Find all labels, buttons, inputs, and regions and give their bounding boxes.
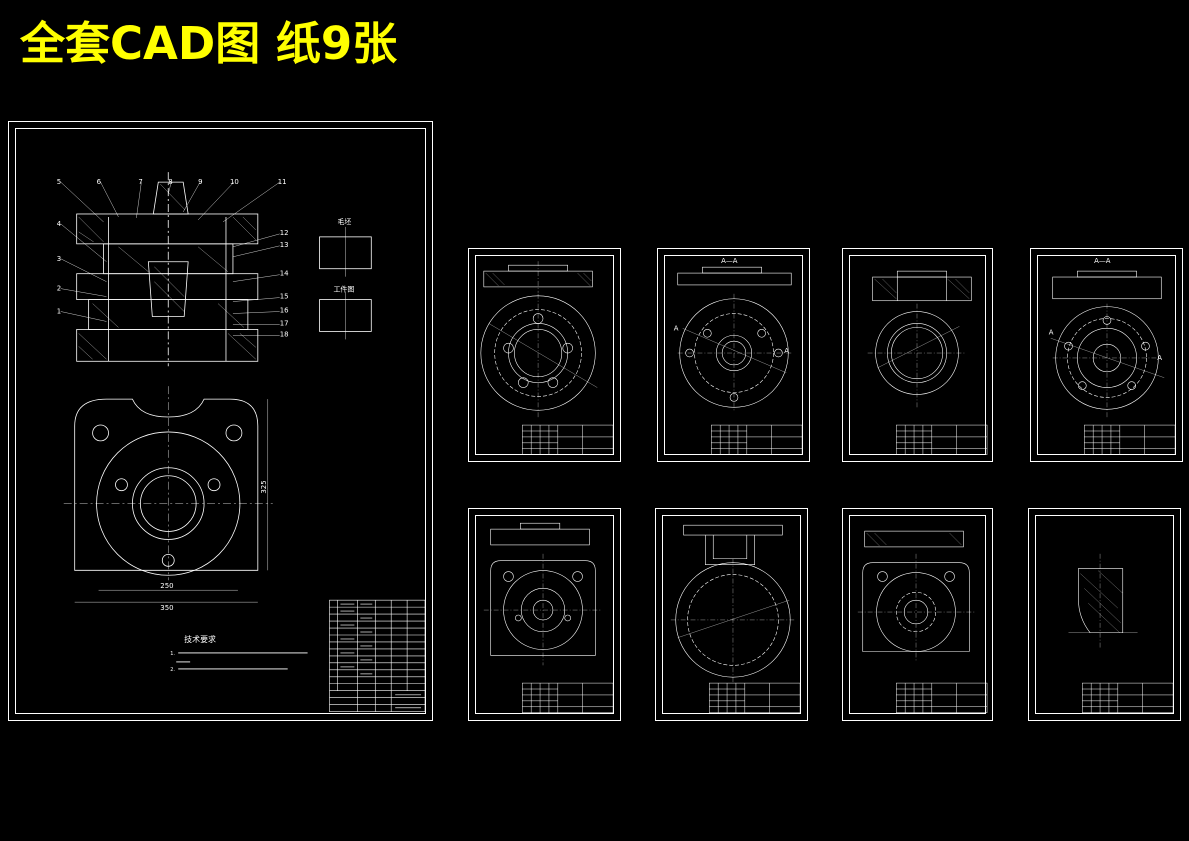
tech-requirements-title: 技术要求 <box>184 634 216 644</box>
part-number-6: 6 <box>97 178 101 186</box>
assembly-drawing: 5 6 7 8 9 10 11 12 13 14 15 16 17 18 4 3… <box>57 172 426 712</box>
detail-sheet-5[interactable] <box>468 508 621 721</box>
part-number-5: 5 <box>57 178 61 186</box>
part-number-2: 2 <box>57 285 61 293</box>
part-number-18: 18 <box>280 330 289 338</box>
detail-4-section-marker-right: A <box>1157 354 1162 362</box>
detail-4-section-label: A—A <box>1094 257 1111 265</box>
part-number-12: 12 <box>280 229 289 237</box>
part-number-7: 7 <box>138 178 142 186</box>
part-number-8: 8 <box>168 178 172 186</box>
part-number-10: 10 <box>230 178 239 186</box>
part-number-15: 15 <box>280 293 289 301</box>
dimension-total-width: 350 <box>160 604 173 612</box>
detail-sheet-5-frame <box>475 515 614 714</box>
detail-sheet-8-frame <box>1035 515 1174 714</box>
part-number-11: 11 <box>278 178 287 186</box>
assembly-drawing-frame <box>15 128 426 714</box>
detail-sheet-6-frame <box>662 515 801 714</box>
detail-sheet-6[interactable] <box>655 508 808 721</box>
detail-sheet-8[interactable] <box>1028 508 1181 721</box>
detail-sheet-1[interactable] <box>468 248 621 462</box>
part-number-13: 13 <box>280 241 289 249</box>
detail-5-title-block <box>522 682 614 713</box>
detail-sheet-3[interactable] <box>842 248 993 462</box>
blank-label: 毛坯 <box>337 217 351 226</box>
dimension-height: 325 <box>260 480 268 493</box>
part-number-16: 16 <box>280 307 289 315</box>
detail-2-section-label: A—A <box>721 257 738 265</box>
part-number-17: 17 <box>280 319 289 327</box>
detail-4-section-marker-left: A <box>1049 328 1054 336</box>
detail-sheet-4[interactable]: A—A A A <box>1030 248 1183 462</box>
assembly-drawing-sheet[interactable]: 5 6 7 8 9 10 11 12 13 14 15 16 17 18 4 3… <box>8 121 433 721</box>
detail-4-title-block <box>1084 424 1176 455</box>
detail-3-title-block <box>896 424 988 455</box>
part-number-3: 3 <box>57 255 61 263</box>
detail-8-title-block <box>1082 682 1174 713</box>
assembly-parts-list <box>329 599 426 712</box>
workpiece-label: 工件图 <box>333 285 354 294</box>
dimension-width: 250 <box>160 582 173 590</box>
banner-title: 全套CAD图 纸9张 <box>20 17 398 70</box>
detail-2-section-marker-right: A <box>784 347 789 355</box>
detail-sheet-2[interactable]: A—A A A <box>657 248 810 462</box>
tech-note-1: 1. <box>170 651 175 657</box>
detail-7-title-block <box>896 682 988 713</box>
part-number-4: 4 <box>57 220 62 228</box>
part-number-14: 14 <box>280 270 289 278</box>
tech-note-2: 2. <box>170 667 175 673</box>
detail-sheet-7-frame <box>849 515 986 714</box>
part-number-9: 9 <box>198 178 202 186</box>
detail-2-section-marker-left: A <box>674 324 679 332</box>
detail-6-title-block <box>709 682 801 713</box>
detail-1-title-block <box>522 424 614 455</box>
part-number-1: 1 <box>57 308 61 316</box>
detail-sheet-7[interactable] <box>842 508 993 721</box>
detail-2-title-block <box>711 424 803 455</box>
